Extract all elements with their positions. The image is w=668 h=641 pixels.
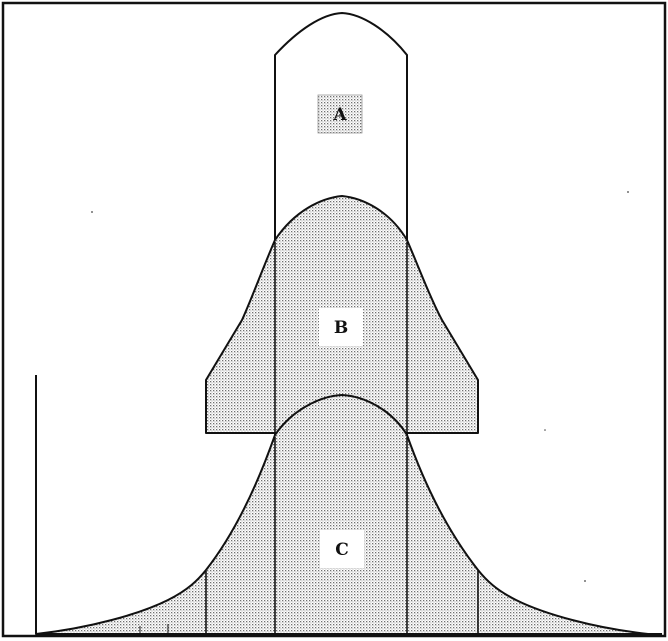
speck [627,191,629,193]
region-a-label-text: A [332,105,347,125]
region-a-label: A [317,94,363,134]
region-b-label-text: B [334,318,348,338]
region-c-label: C [320,530,364,568]
speck [91,211,93,213]
region-c-label-box [320,530,364,568]
region-c-shape [35,394,649,635]
region-c-label-text: C [335,540,349,560]
region-a-label-box [317,94,363,134]
region-b-label: B [319,308,363,346]
speck [584,580,586,582]
speck [544,429,546,431]
region-b-label-box [319,308,363,346]
